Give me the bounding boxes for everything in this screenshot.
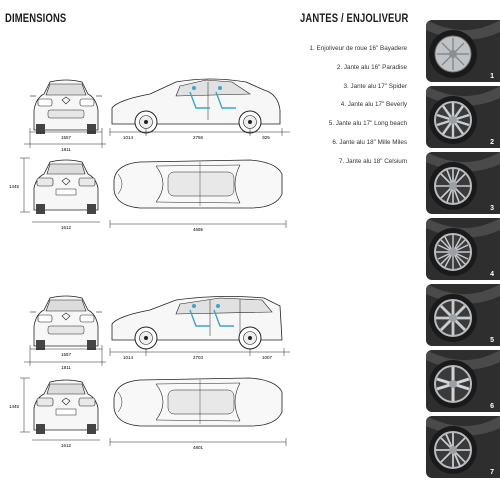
estate-length: 4801 [193, 445, 204, 450]
estate-height: 1445 [9, 404, 20, 409]
wheel-rim-icon [426, 152, 500, 214]
estate-front-track: 1557 [61, 352, 72, 357]
wheel-thumbnail: 2 [426, 86, 500, 148]
dimensions-heading: DIMENSIONS [5, 13, 67, 25]
wheel-thumbnail: 4 [426, 218, 500, 280]
hatchback-front-view [29, 79, 103, 135]
wheel-number: 1 [490, 73, 494, 80]
wheel-option-label: 1. Enjoliveur de roue 16" Bayadere [309, 45, 407, 52]
estate-top-view [113, 377, 283, 427]
estate-rear-track: 1612 [61, 443, 72, 448]
wheel-thumbnail: 5 [426, 284, 500, 346]
wheel-cover-icon [426, 20, 500, 82]
estate-side-view [111, 296, 283, 350]
wheel-option-label: 7. Jante alu 18" Celsium [338, 157, 407, 165]
wheel-option-label: 3. Jante alu 17" Spider [343, 82, 408, 90]
estate-front-view [29, 295, 103, 351]
dimension-drawings: 1557 1811 1014 2756 925 1445 1612 4695 1… [9, 78, 290, 450]
wheel-option-label: 6. Jante alu 18" Mille Miles [332, 138, 407, 146]
wheel-thumbnail: 3 [426, 152, 500, 214]
hatchback-rear-view [33, 159, 99, 215]
wheel-number: 2 [490, 139, 494, 146]
hatchback-height: 1445 [9, 184, 20, 189]
wheel-option-label: 5. Jante alu 17" Long beach [328, 120, 407, 128]
hatchback-rear-overhang: 925 [262, 135, 270, 140]
estate-rear-view [33, 379, 99, 435]
wheel-number: 4 [490, 271, 494, 278]
wheel-option-label: 2. Jante alu 16" Paradise [336, 63, 407, 71]
hatchback-front-overhang: 1014 [123, 135, 134, 140]
wheel-option-list: 1. Enjoliveur de roue 16" Bayadere 2. Ja… [310, 43, 407, 175]
estate-wheelbase: 2703 [193, 355, 204, 360]
hatchback-side-view [111, 78, 281, 134]
wheel-number: 3 [490, 205, 494, 212]
hatchback-front-width: 1811 [61, 147, 71, 152]
hatchback-front-track: 1557 [61, 135, 72, 140]
wheel-rim-icon [426, 416, 500, 478]
estate-front-width: 1811 [61, 365, 71, 370]
wheel-rim-icon [426, 218, 500, 280]
hatchback-wheelbase: 2756 [193, 135, 204, 140]
wheel-option-label: 4. Jante alu 17" Beverly [340, 101, 407, 109]
hatchback-length: 4695 [193, 227, 204, 232]
estate-front-overhang: 1014 [123, 355, 134, 360]
wheel-rim-icon [426, 350, 500, 412]
wheel-thumbnails: 1 2 3 4 [426, 20, 500, 482]
hatchback-rear-track: 1612 [61, 225, 72, 230]
wheel-number: 7 [490, 469, 494, 476]
wheel-thumbnail: 7 [426, 416, 500, 478]
wheels-heading: JANTES / ENJOLIVEUR [300, 13, 409, 25]
estate-rear-overhang: 1007 [262, 355, 273, 360]
wheel-rim-icon [426, 284, 500, 346]
wheel-number: 5 [490, 337, 494, 344]
hatchback-top-view [113, 159, 283, 209]
wheel-thumbnail: 6 [426, 350, 500, 412]
wheel-rim-icon [426, 86, 500, 148]
wheel-number: 6 [490, 403, 494, 410]
wheel-thumbnail: 1 [426, 20, 500, 82]
